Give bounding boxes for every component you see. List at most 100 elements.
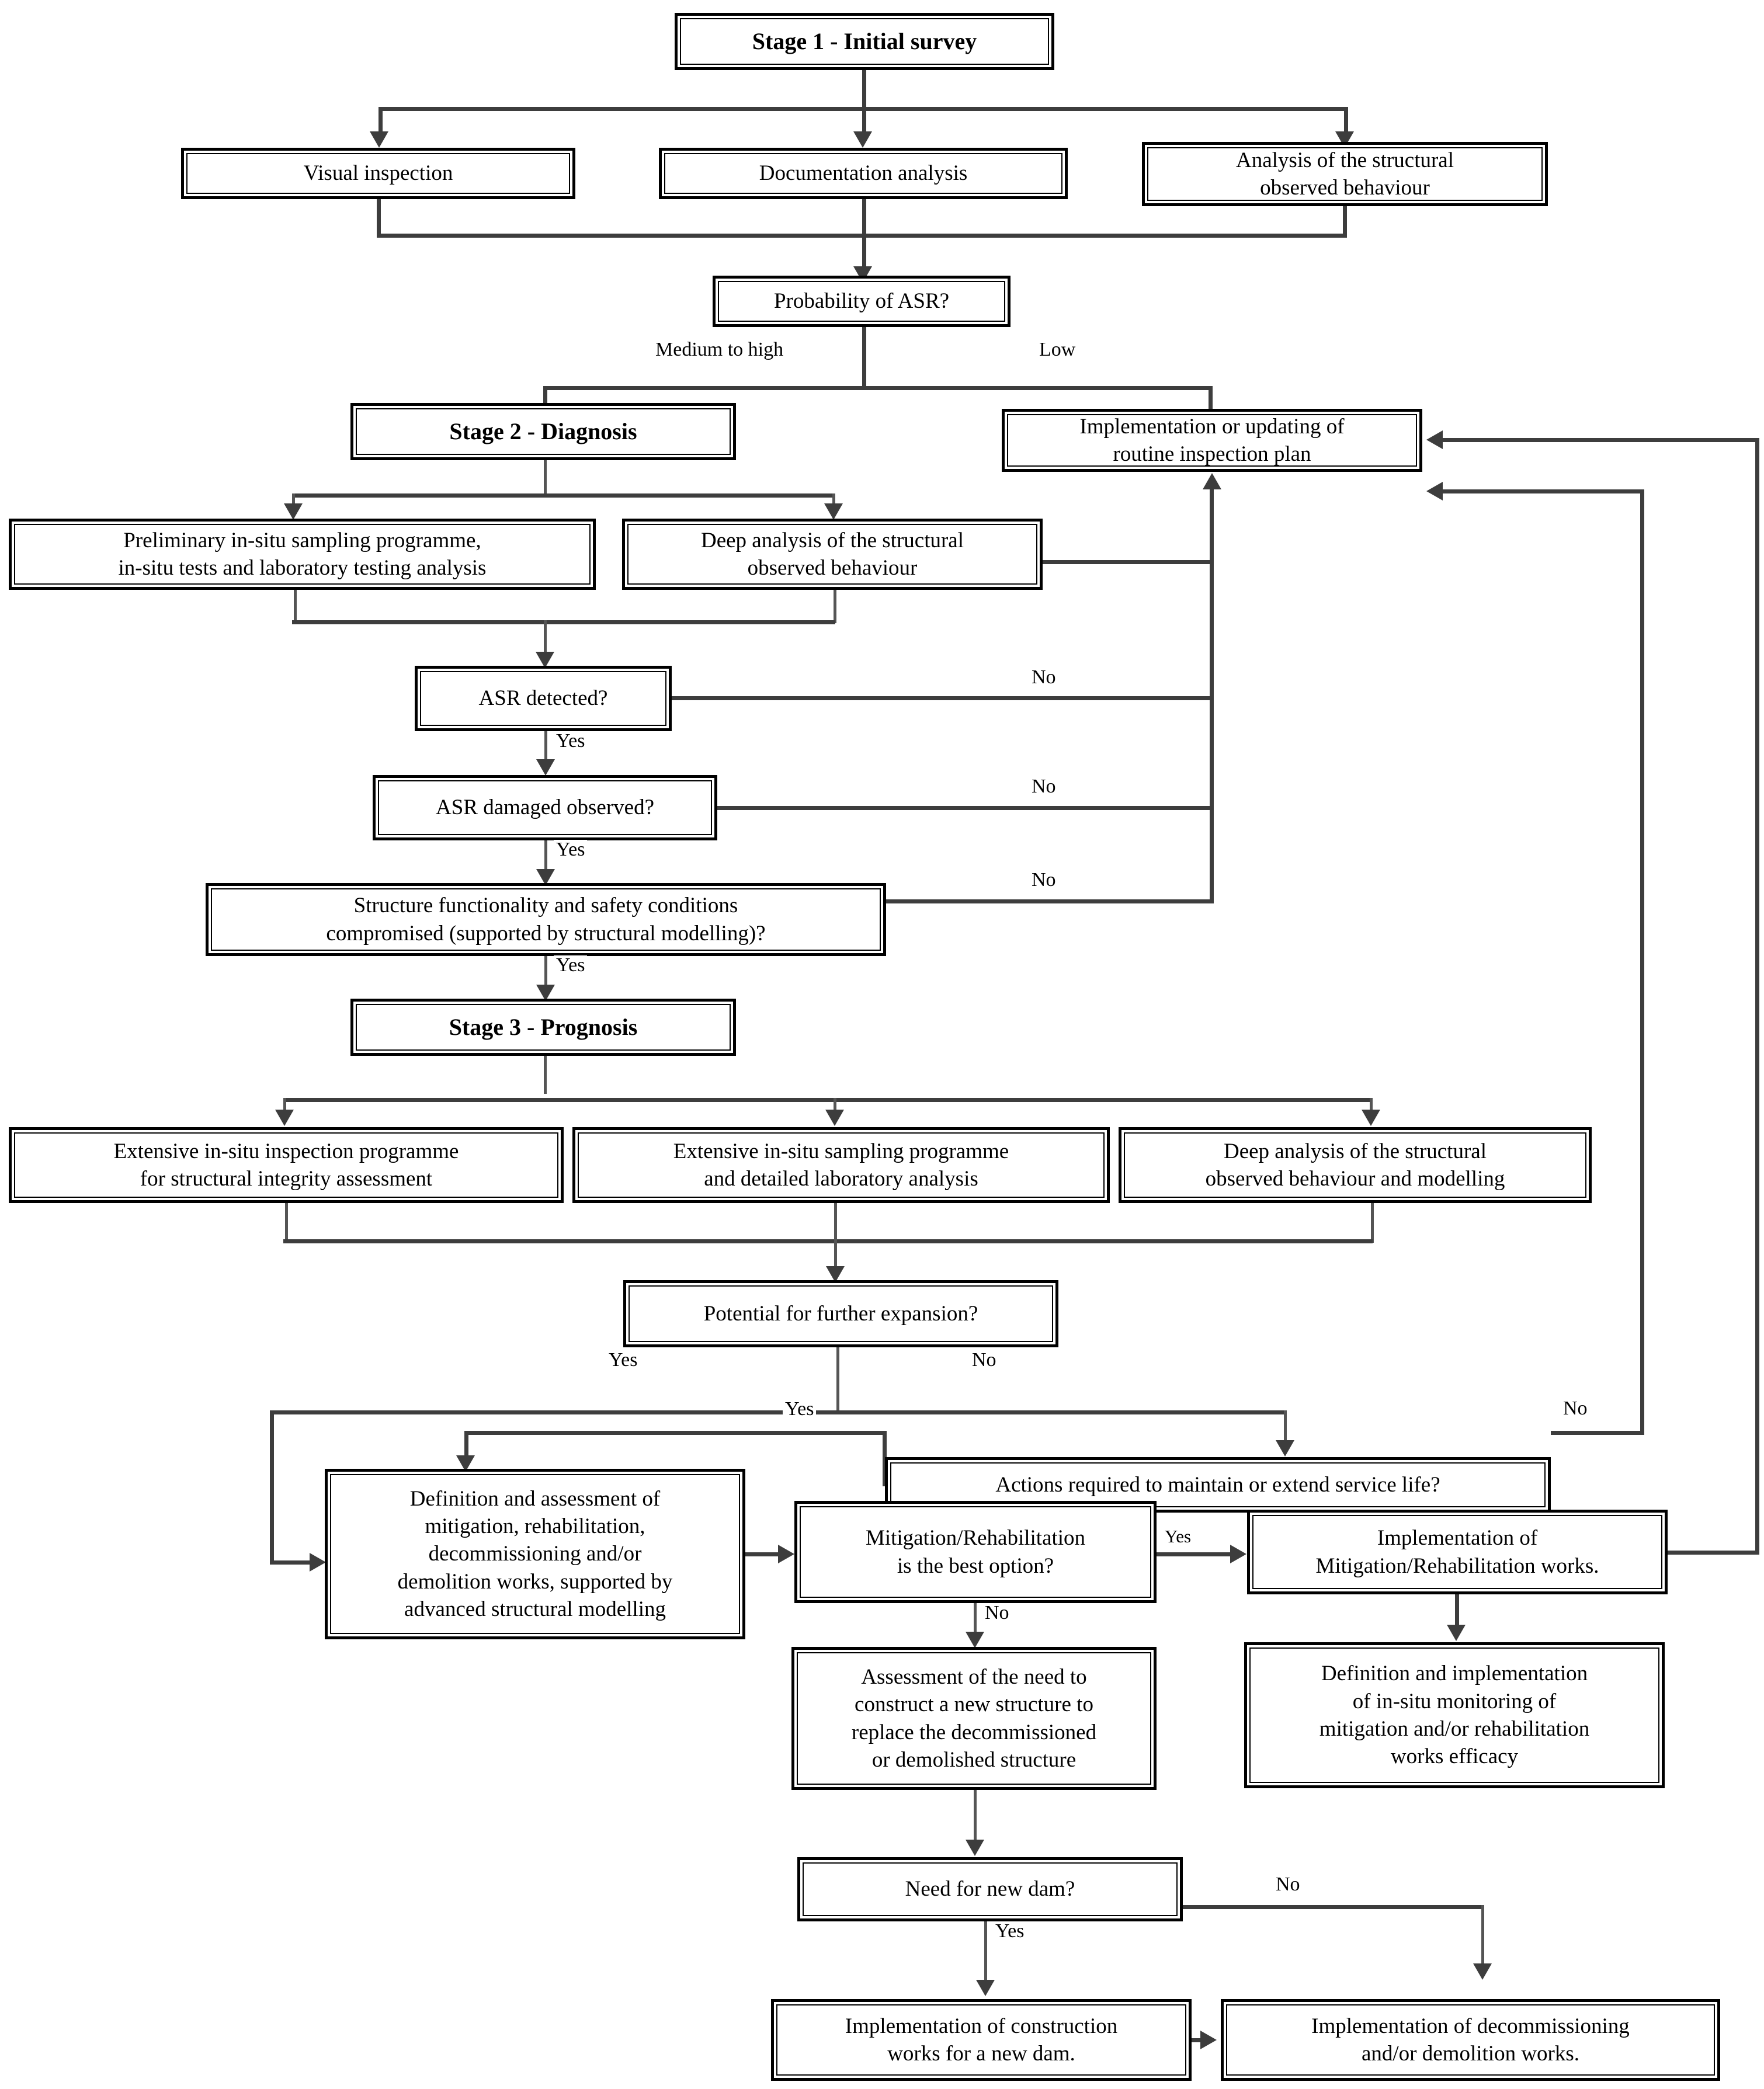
node-analysis-structural-observed[interactable]: Analysis of the structural observed beha… xyxy=(1142,142,1548,206)
node-preliminary-sampling[interactable]: Preliminary in-situ sampling programme, … xyxy=(9,519,596,590)
node-implementation-construction[interactable]: Implementation of construction works for… xyxy=(771,1999,1192,2081)
connector-preliminary-down xyxy=(294,590,297,623)
connector-merge-to-probability xyxy=(862,199,866,272)
arrow-asr-detected xyxy=(536,652,554,668)
connector-mitigation-no xyxy=(974,1603,977,1638)
node-label: Assessment of the need to construct a ne… xyxy=(851,1664,1097,1772)
connector-s3-box1-down xyxy=(285,1203,288,1243)
connector-no-returns-up xyxy=(1210,489,1214,901)
edge-label-mitigation-no: No xyxy=(982,1603,1012,1623)
connector-stage3-drop-1 xyxy=(283,1098,286,1115)
arrow-decommissioning xyxy=(1200,2031,1217,2049)
connector-actions-no-up xyxy=(1640,489,1644,1433)
node-label: Definition and assessment of mitigation,… xyxy=(397,1486,673,1622)
node-label: Implementation or updating of routine in… xyxy=(1079,414,1345,466)
node-label: Visual inspection xyxy=(303,161,453,186)
edge-label-expansion-yes: Yes xyxy=(606,1350,640,1370)
node-deep-analysis-modelling[interactable]: Deep analysis of the structural observed… xyxy=(1119,1127,1592,1203)
node-definition-monitoring[interactable]: Definition and implementation of in-situ… xyxy=(1244,1642,1665,1788)
connector-to-stage2 xyxy=(543,386,547,412)
node-label: Preliminary in-situ sampling programme, … xyxy=(118,528,487,580)
connector-actions-no-to-plan xyxy=(1443,489,1644,493)
connector-asr-damaged-yes xyxy=(544,840,547,875)
arrow-implementation-mitigation xyxy=(1230,1545,1246,1563)
node-deep-analysis-structural[interactable]: Deep analysis of the structural observed… xyxy=(622,519,1043,590)
connector-probability-stem xyxy=(862,327,866,388)
node-routine-inspection-plan[interactable]: Implementation or updating of routine in… xyxy=(1002,409,1422,472)
node-label: Stage 3 - Prognosis xyxy=(449,1014,638,1041)
connector-asr-detected-yes xyxy=(544,731,547,766)
connector-stage3-merge-bus xyxy=(283,1239,1373,1243)
edge-label-asr-damaged-yes: Yes xyxy=(554,840,588,860)
connector-definition-to-mitigation xyxy=(745,1552,786,1556)
node-implementation-mitigation[interactable]: Implementation of Mitigation/Rehabilitat… xyxy=(1247,1510,1668,1594)
node-label: Structure functionality and safety condi… xyxy=(326,894,766,946)
connector-drop-documentation xyxy=(862,107,866,135)
connector-stage3-drop-3 xyxy=(1370,1098,1373,1115)
edge-label-structure-yes: Yes xyxy=(554,955,588,975)
connector-expansion-yes-right xyxy=(270,1560,320,1565)
node-label: Implementation of construction works for… xyxy=(845,2014,1118,2066)
connector-implementation-down xyxy=(1455,1594,1459,1629)
node-implementation-decommissioning[interactable]: Implementation of decommissioning and/or… xyxy=(1221,1999,1720,2081)
connector-expansion-no-down xyxy=(1284,1410,1287,1445)
arrow-definition-monitoring xyxy=(1447,1625,1466,1641)
node-probability-asr[interactable]: Probability of ASR? xyxy=(713,276,1011,327)
connector-stage2-bus xyxy=(292,493,835,498)
edge-label-asr-detected-no: No xyxy=(1029,668,1058,687)
node-visual-inspection[interactable]: Visual inspection xyxy=(181,148,575,199)
arrow-implementation-construction xyxy=(976,1980,995,1996)
node-potential-expansion[interactable]: Potential for further expansion? xyxy=(623,1280,1058,1347)
connector-merge-to-asr-detected xyxy=(544,620,547,657)
node-need-new-dam[interactable]: Need for new dam? xyxy=(797,1857,1183,1921)
node-mitigation-best-option[interactable]: Mitigation/Rehabilitation is the best op… xyxy=(794,1501,1157,1603)
arrow-definition-assessment-left xyxy=(310,1553,326,1572)
node-extensive-inspection[interactable]: Extensive in-situ inspection programme f… xyxy=(9,1127,564,1203)
node-label: ASR detected? xyxy=(478,686,608,711)
node-extensive-sampling[interactable]: Extensive in-situ sampling programme and… xyxy=(572,1127,1110,1203)
edge-label-medium-to-high: Medium to high xyxy=(653,340,786,360)
node-stage-3[interactable]: Stage 3 - Prognosis xyxy=(350,999,736,1056)
connector-probability-bus xyxy=(543,386,1213,390)
arrow-extensive-inspection xyxy=(275,1110,294,1126)
connector-new-dam-no xyxy=(1183,1905,1484,1909)
edge-label-low: Low xyxy=(1037,340,1078,360)
connector-implementation-to-plan xyxy=(1443,438,1758,442)
connector-deep-down xyxy=(834,590,836,623)
node-assessment-new-structure[interactable]: Assessment of the need to construct a ne… xyxy=(791,1647,1157,1790)
node-label: Extensive in-situ inspection programme f… xyxy=(113,1139,459,1191)
node-structure-functionality[interactable]: Structure functionality and safety condi… xyxy=(206,883,886,956)
node-stage-1[interactable]: Stage 1 - Initial survey xyxy=(675,13,1054,70)
connector-stage2-left-drop xyxy=(292,493,295,508)
edge-label-new-dam-yes: Yes xyxy=(993,1921,1027,1941)
connector-structure-no xyxy=(886,899,1214,903)
node-stage-2[interactable]: Stage 2 - Diagnosis xyxy=(350,403,736,460)
node-asr-damaged-observed[interactable]: ASR damaged observed? xyxy=(373,775,717,840)
connector-merge-to-expansion xyxy=(834,1239,837,1271)
node-label: Actions required to maintain or extend s… xyxy=(995,1472,1440,1497)
connector-stage1-stem xyxy=(862,70,866,108)
arrow-mitigation-best-option xyxy=(778,1545,794,1563)
node-label: Deep analysis of the structural observed… xyxy=(700,528,964,580)
connector-mitigation-yes xyxy=(1157,1552,1241,1556)
node-asr-detected[interactable]: ASR detected? xyxy=(415,666,672,731)
edge-label-asr-damaged-no: No xyxy=(1029,777,1058,797)
connector-to-routine-plan xyxy=(1209,386,1213,412)
connector-stage3-drop-2 xyxy=(834,1098,836,1115)
connector-implementation-right xyxy=(1668,1551,1759,1555)
arrow-routine-plan-left-1 xyxy=(1426,482,1443,500)
arrow-asr-damaged xyxy=(536,759,555,776)
node-label: ASR damaged observed? xyxy=(435,795,654,820)
node-definition-assessment[interactable]: Definition and assessment of mitigation,… xyxy=(325,1469,745,1639)
node-actions-required[interactable]: Actions required to maintain or extend s… xyxy=(885,1457,1551,1513)
node-label: Documentation analysis xyxy=(759,161,968,186)
node-label: Need for new dam? xyxy=(905,1877,1075,1902)
connector-stage3-bus xyxy=(283,1098,1373,1102)
node-documentation-analysis[interactable]: Documentation analysis xyxy=(659,148,1068,199)
arrow-actions-required xyxy=(1276,1440,1294,1457)
arrow-structure-functionality xyxy=(536,869,555,885)
connector-expansion-bus xyxy=(270,1410,1286,1414)
connector-s3-box2-down xyxy=(834,1203,837,1243)
connector-s3-box3-down xyxy=(1371,1203,1374,1243)
arrow-routine-plan-left-2 xyxy=(1426,430,1443,449)
